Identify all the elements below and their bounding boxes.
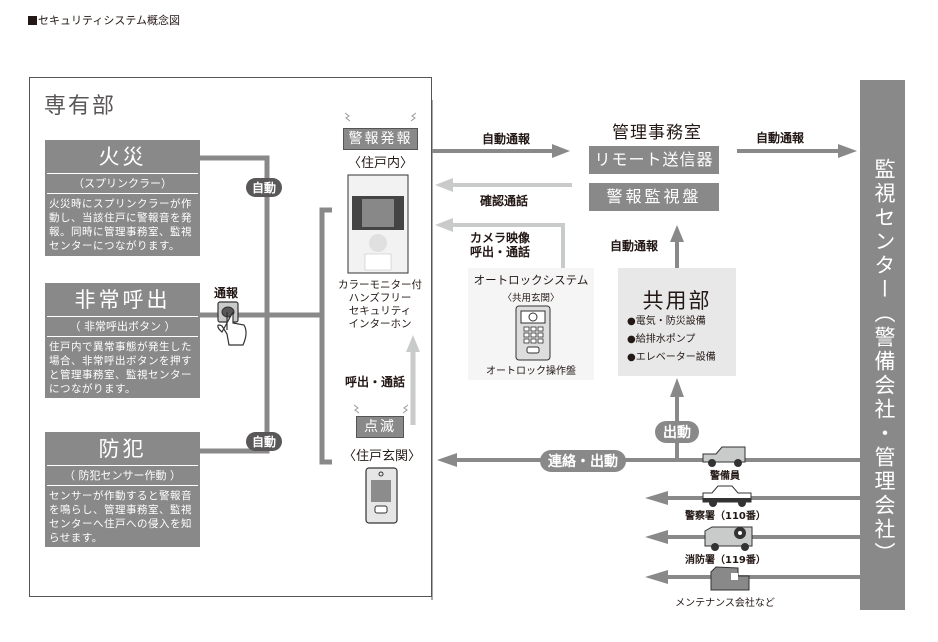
responder-label-police: 警察署（110番） [685, 511, 766, 522]
private-area-label: 専有部 [44, 94, 117, 119]
monitor-center: 監視センター（警備会社・管理会社） [860, 80, 905, 610]
police-car-icon [702, 485, 752, 507]
monitor-center-label: 監視センター（警備会社・管理会社） [872, 158, 896, 566]
responder-arrows [665, 496, 860, 579]
confirm-call-arrow [435, 178, 572, 192]
alarm-monitor-panel: 警報監視盤 [589, 183, 719, 211]
responder-label-maintenance: メンテナンス会社など [675, 598, 775, 609]
call-label: 呼出・通話 [345, 375, 406, 389]
feature-title: 火災 [47, 140, 198, 174]
indoor-unit-caption: カラーモニター付 ハンズフリー セキュリティ インターホン [330, 279, 430, 331]
building-icon [710, 566, 750, 591]
common-area-item: ●電気・防災設備 [627, 316, 706, 327]
common-area-item: ●エレベーター設備 [627, 352, 716, 363]
responder-label-fire: 消防署（119番） [685, 555, 766, 566]
confirm-call-label: 確認通話 [480, 194, 529, 208]
feature-fire: 火災 （スプリンクラー） 火災時にスプリンクラーが作動し、当該住戸に警報音を発報… [45, 140, 200, 256]
responder-label-security: 警備員 [710, 471, 740, 482]
camera-call-line: カメラ映像 [470, 231, 531, 245]
unit-bracket [319, 207, 332, 465]
indoor-intercom-icon [347, 174, 409, 274]
caption-line: カラーモニター付 [338, 279, 422, 291]
dispatch-pill: 出動 [655, 421, 699, 443]
camera-call-label: カメラ映像 呼出・通話 [470, 231, 530, 259]
auto-report-arrow-3 [737, 144, 857, 158]
auto-report-label-3: 自動通報 [756, 131, 805, 145]
fire-auto-pill: 自動 [246, 178, 283, 197]
auto-report-label-1: 自動通報 [482, 132, 531, 146]
feature-subtitle: （ 非常呼出ボタン ） [47, 317, 198, 337]
autolock-panel-label: オートロック操作盤 [486, 366, 576, 377]
common-area-items: ●電気・防災設備 ●給排水ポンプ ●エレベーター設備 [627, 313, 716, 367]
alert-spark-icons [344, 112, 417, 414]
feature-subtitle: （ 防犯センサー作動 ） [47, 466, 198, 486]
contact-dispatch-pill: 連絡・出動 [540, 450, 626, 472]
caption-line: ハンズフリー [348, 292, 412, 304]
common-area-box [618, 268, 736, 376]
crime-auto-pill: 自動 [246, 432, 283, 451]
autolock-location: 〈共用玄関〉 [502, 293, 560, 304]
feature-title: 防犯 [47, 432, 198, 466]
blink-badge: 点滅 [356, 416, 404, 438]
feature-crime-prevention: 防犯 （ 防犯センサー作動 ） センサーが作動すると警報音を鳴らし、管理事務室、… [45, 432, 200, 547]
auto-report-label-2: 自動通報 [610, 239, 659, 253]
fire-truck-icon [704, 526, 753, 551]
emergency-report-label: 通報 [214, 286, 239, 300]
remote-transmitter: リモート送信器 [589, 146, 719, 174]
contact-dispatch-arrow [437, 453, 860, 467]
caption-line: セキュリティ [348, 305, 412, 317]
camera-call-line: 呼出・通話 [470, 245, 531, 259]
push-button-icon [217, 301, 247, 346]
common-area-title: 共用部 [642, 289, 712, 313]
common-area-item: ●給排水ポンプ [627, 334, 696, 345]
feature-description: センサーが作動すると警報音を鳴らし、管理事務室、監視センターへ住戸への侵入を知ら… [49, 490, 192, 544]
management-office-title: 管理事務室 [612, 123, 702, 143]
fire-crime-connector [200, 155, 270, 454]
alarm-badge: 警報発報 [343, 128, 418, 150]
security-car-icon [702, 446, 746, 467]
dispatch-arrow [670, 378, 684, 460]
autolock-panel-icon [515, 305, 551, 361]
feature-subtitle: （スプリンクラー） [47, 174, 198, 194]
feature-emergency-call: 非常呼出 （ 非常呼出ボタン ） 住戸内で異常事態が発生した場合、非常呼出ボタン… [45, 283, 200, 398]
feature-title: 非常呼出 [47, 283, 198, 317]
auto-report-arrow-2 [670, 225, 684, 268]
autolock-title: オートロックシステム [473, 273, 589, 287]
entrance-location: 〈住戸玄関〉 [342, 449, 421, 464]
auto-report-arrow-1 [432, 144, 570, 158]
feature-description: 住戸内で異常事態が発生した場合、非常呼出ボタンを押すと管理事務室、監視センターに… [49, 341, 192, 395]
indoor-location: 〈住戸内〉 [347, 156, 413, 171]
camera-call-arrow [435, 218, 565, 268]
caption-line: インターホン [348, 318, 412, 330]
call-arrow-up [406, 335, 420, 425]
feature-description: 火災時にスプリンクラーが作動し、当該住戸に警報音を発報。同時に管理事務室、監視セ… [49, 198, 192, 252]
diagram-title-text: セキュリティシステム概念図 [38, 14, 181, 27]
diagram-title: セキュリティシステム概念図 [28, 12, 180, 28]
title-square-icon [28, 15, 37, 25]
entrance-intercom-icon [365, 467, 398, 524]
